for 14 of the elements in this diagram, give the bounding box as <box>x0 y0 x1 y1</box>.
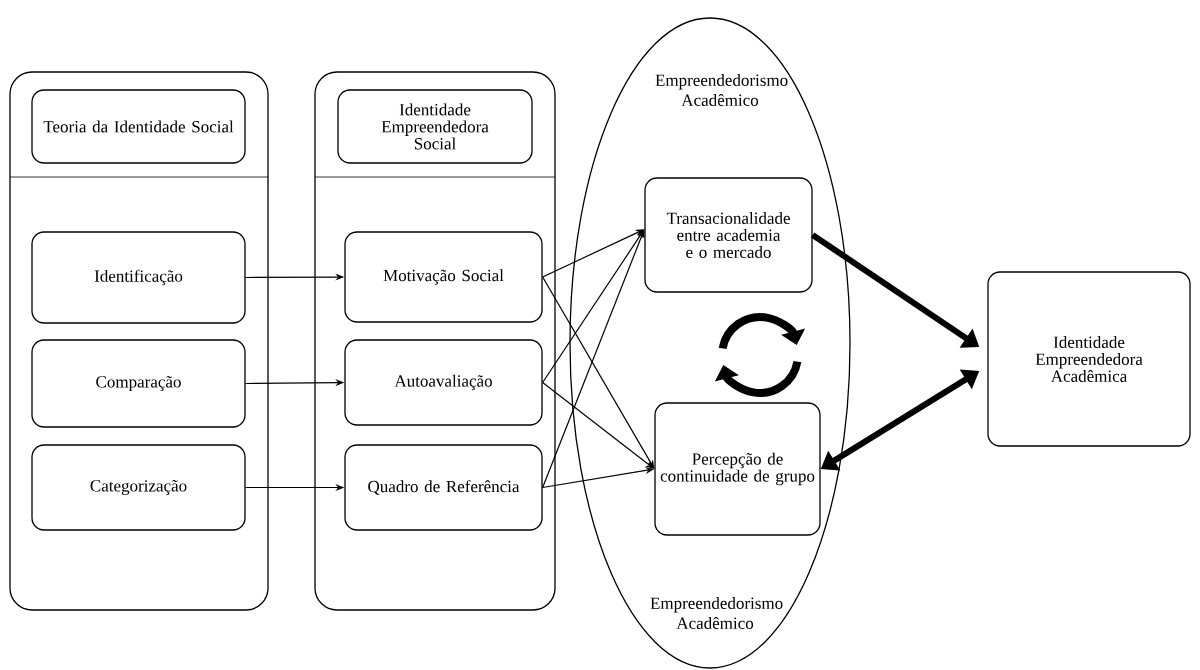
heading-box: Identidade Empreendedora Social <box>337 89 533 164</box>
process-box: Autoavaliação <box>344 339 543 426</box>
panel <box>314 71 556 611</box>
process-box: Transacionalidade entre academia e o mercado <box>644 177 813 293</box>
process-box: Quadro de Referência <box>344 444 543 531</box>
process-box: Motivação Social <box>344 231 543 323</box>
arrow <box>542 276 655 469</box>
process-box: Identificação <box>31 231 246 324</box>
process-box: Comparação <box>31 339 246 428</box>
process-box: Percepção de continuidade de grupo <box>654 402 821 536</box>
panel <box>9 71 269 611</box>
heading-box: Teoria da Identidade Social <box>31 89 246 164</box>
outcome-box: Identidade Empreendedora Acadêmica <box>987 271 1191 447</box>
process-box: Categorização <box>31 444 246 531</box>
